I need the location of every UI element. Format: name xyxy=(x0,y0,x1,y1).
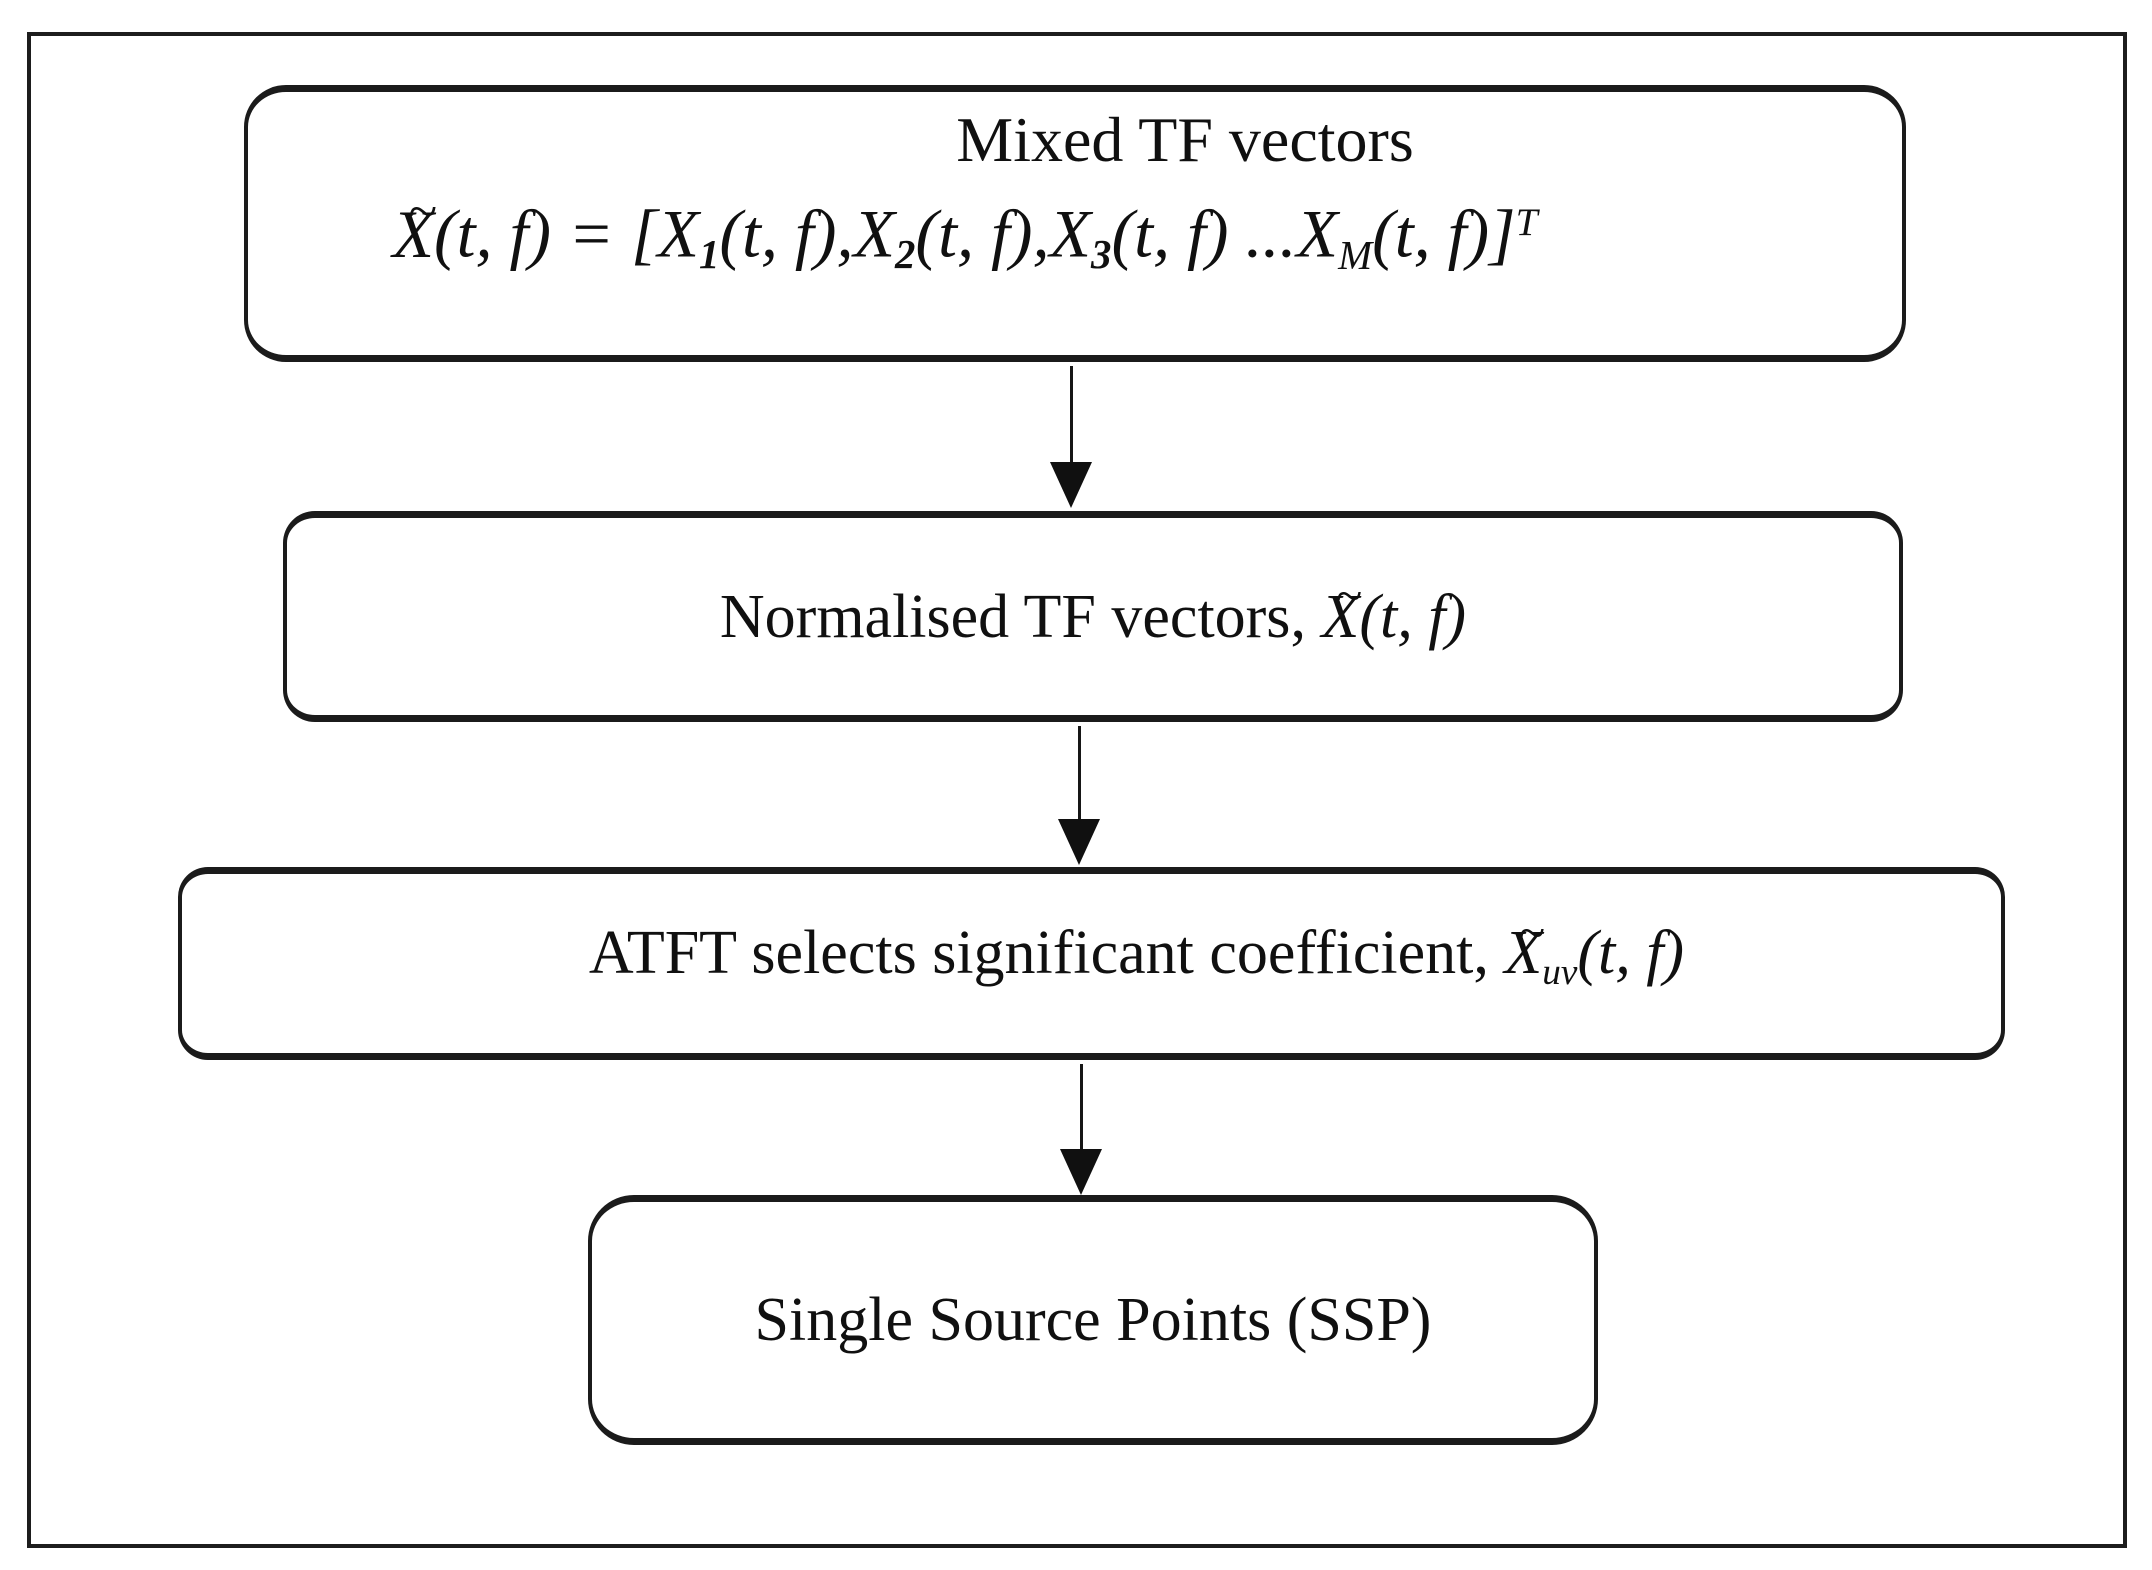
flow-arrow-2 xyxy=(1057,726,1101,865)
math-base: X xyxy=(392,195,434,272)
node-ssp: Single Source Points (SSP) xyxy=(588,1195,1598,1445)
equation-segment: X xyxy=(657,195,699,272)
subscript-M: M xyxy=(1338,232,1373,278)
figure-border xyxy=(27,32,2127,1548)
tilde-accent: ~ xyxy=(1518,907,1546,961)
subscript-1: 1 xyxy=(698,232,720,278)
flow-arrow-3 xyxy=(1059,1064,1103,1195)
equation-segment: (t, f), xyxy=(915,195,1050,272)
subscript-2: 2 xyxy=(895,232,916,278)
x-tilde-symbol: X~ xyxy=(392,183,437,280)
equation-segment: (t, f) ... xyxy=(1111,195,1297,272)
tilde-accent: ~ xyxy=(408,183,438,242)
node-normalised-label: Normalised TF vectors, X~(t, f) xyxy=(719,570,1467,654)
subscript-uv: uv xyxy=(1542,952,1578,994)
equation-segment: (t, f)] xyxy=(1372,195,1516,272)
arrow-shaft xyxy=(1077,726,1081,819)
math-args: (t, f) xyxy=(1577,919,1685,988)
node-mixed-equation: X~(t, f) = [X1(t, f),X2(t, f),X3(t, f) .… xyxy=(392,176,1537,302)
math-base: X xyxy=(1504,919,1543,988)
math-args: (t, f) xyxy=(1359,582,1467,651)
equation-segment: (t, f), xyxy=(719,195,854,272)
label-text: Normalised TF vectors, xyxy=(719,582,1322,651)
arrow-shaft xyxy=(1069,366,1073,462)
arrow-shaft xyxy=(1079,1064,1083,1149)
flow-arrow-1 xyxy=(1049,366,1093,508)
superscript-T: T xyxy=(1515,200,1538,244)
node-mixed-title: Mixed TF vectors xyxy=(956,104,1414,175)
node-atft-coefficient: ATFT selects significant coefficient, X~… xyxy=(178,867,2005,1060)
math-base: X xyxy=(1321,582,1360,651)
equation-segment: X xyxy=(853,195,896,272)
arrow-head-icon xyxy=(1050,462,1092,508)
label-text: ATFT selects significant coefficient, xyxy=(588,919,1505,988)
x-tilde-symbol: X~ xyxy=(1504,907,1545,990)
x-tilde-symbol: X~ xyxy=(1321,570,1362,654)
tilde-accent: ~ xyxy=(1335,570,1363,624)
subscript-3: 3 xyxy=(1091,232,1112,278)
equation-segment: (t, f) = [ xyxy=(434,195,658,272)
node-atft-label: ATFT selects significant coefficient, X~… xyxy=(588,907,1685,1010)
equation-segment: X xyxy=(1296,195,1339,272)
node-mixed-tf-vectors: Mixed TF vectors X~(t, f) = [X1(t, f),X2… xyxy=(244,85,1906,362)
equation-segment: X xyxy=(1049,195,1092,272)
arrow-head-icon xyxy=(1058,819,1100,865)
node-ssp-label: Single Source Points (SSP) xyxy=(754,1286,1432,1354)
arrow-head-icon xyxy=(1060,1149,1102,1195)
node-normalised-tf-vectors: Normalised TF vectors, X~(t, f) xyxy=(283,511,1903,722)
